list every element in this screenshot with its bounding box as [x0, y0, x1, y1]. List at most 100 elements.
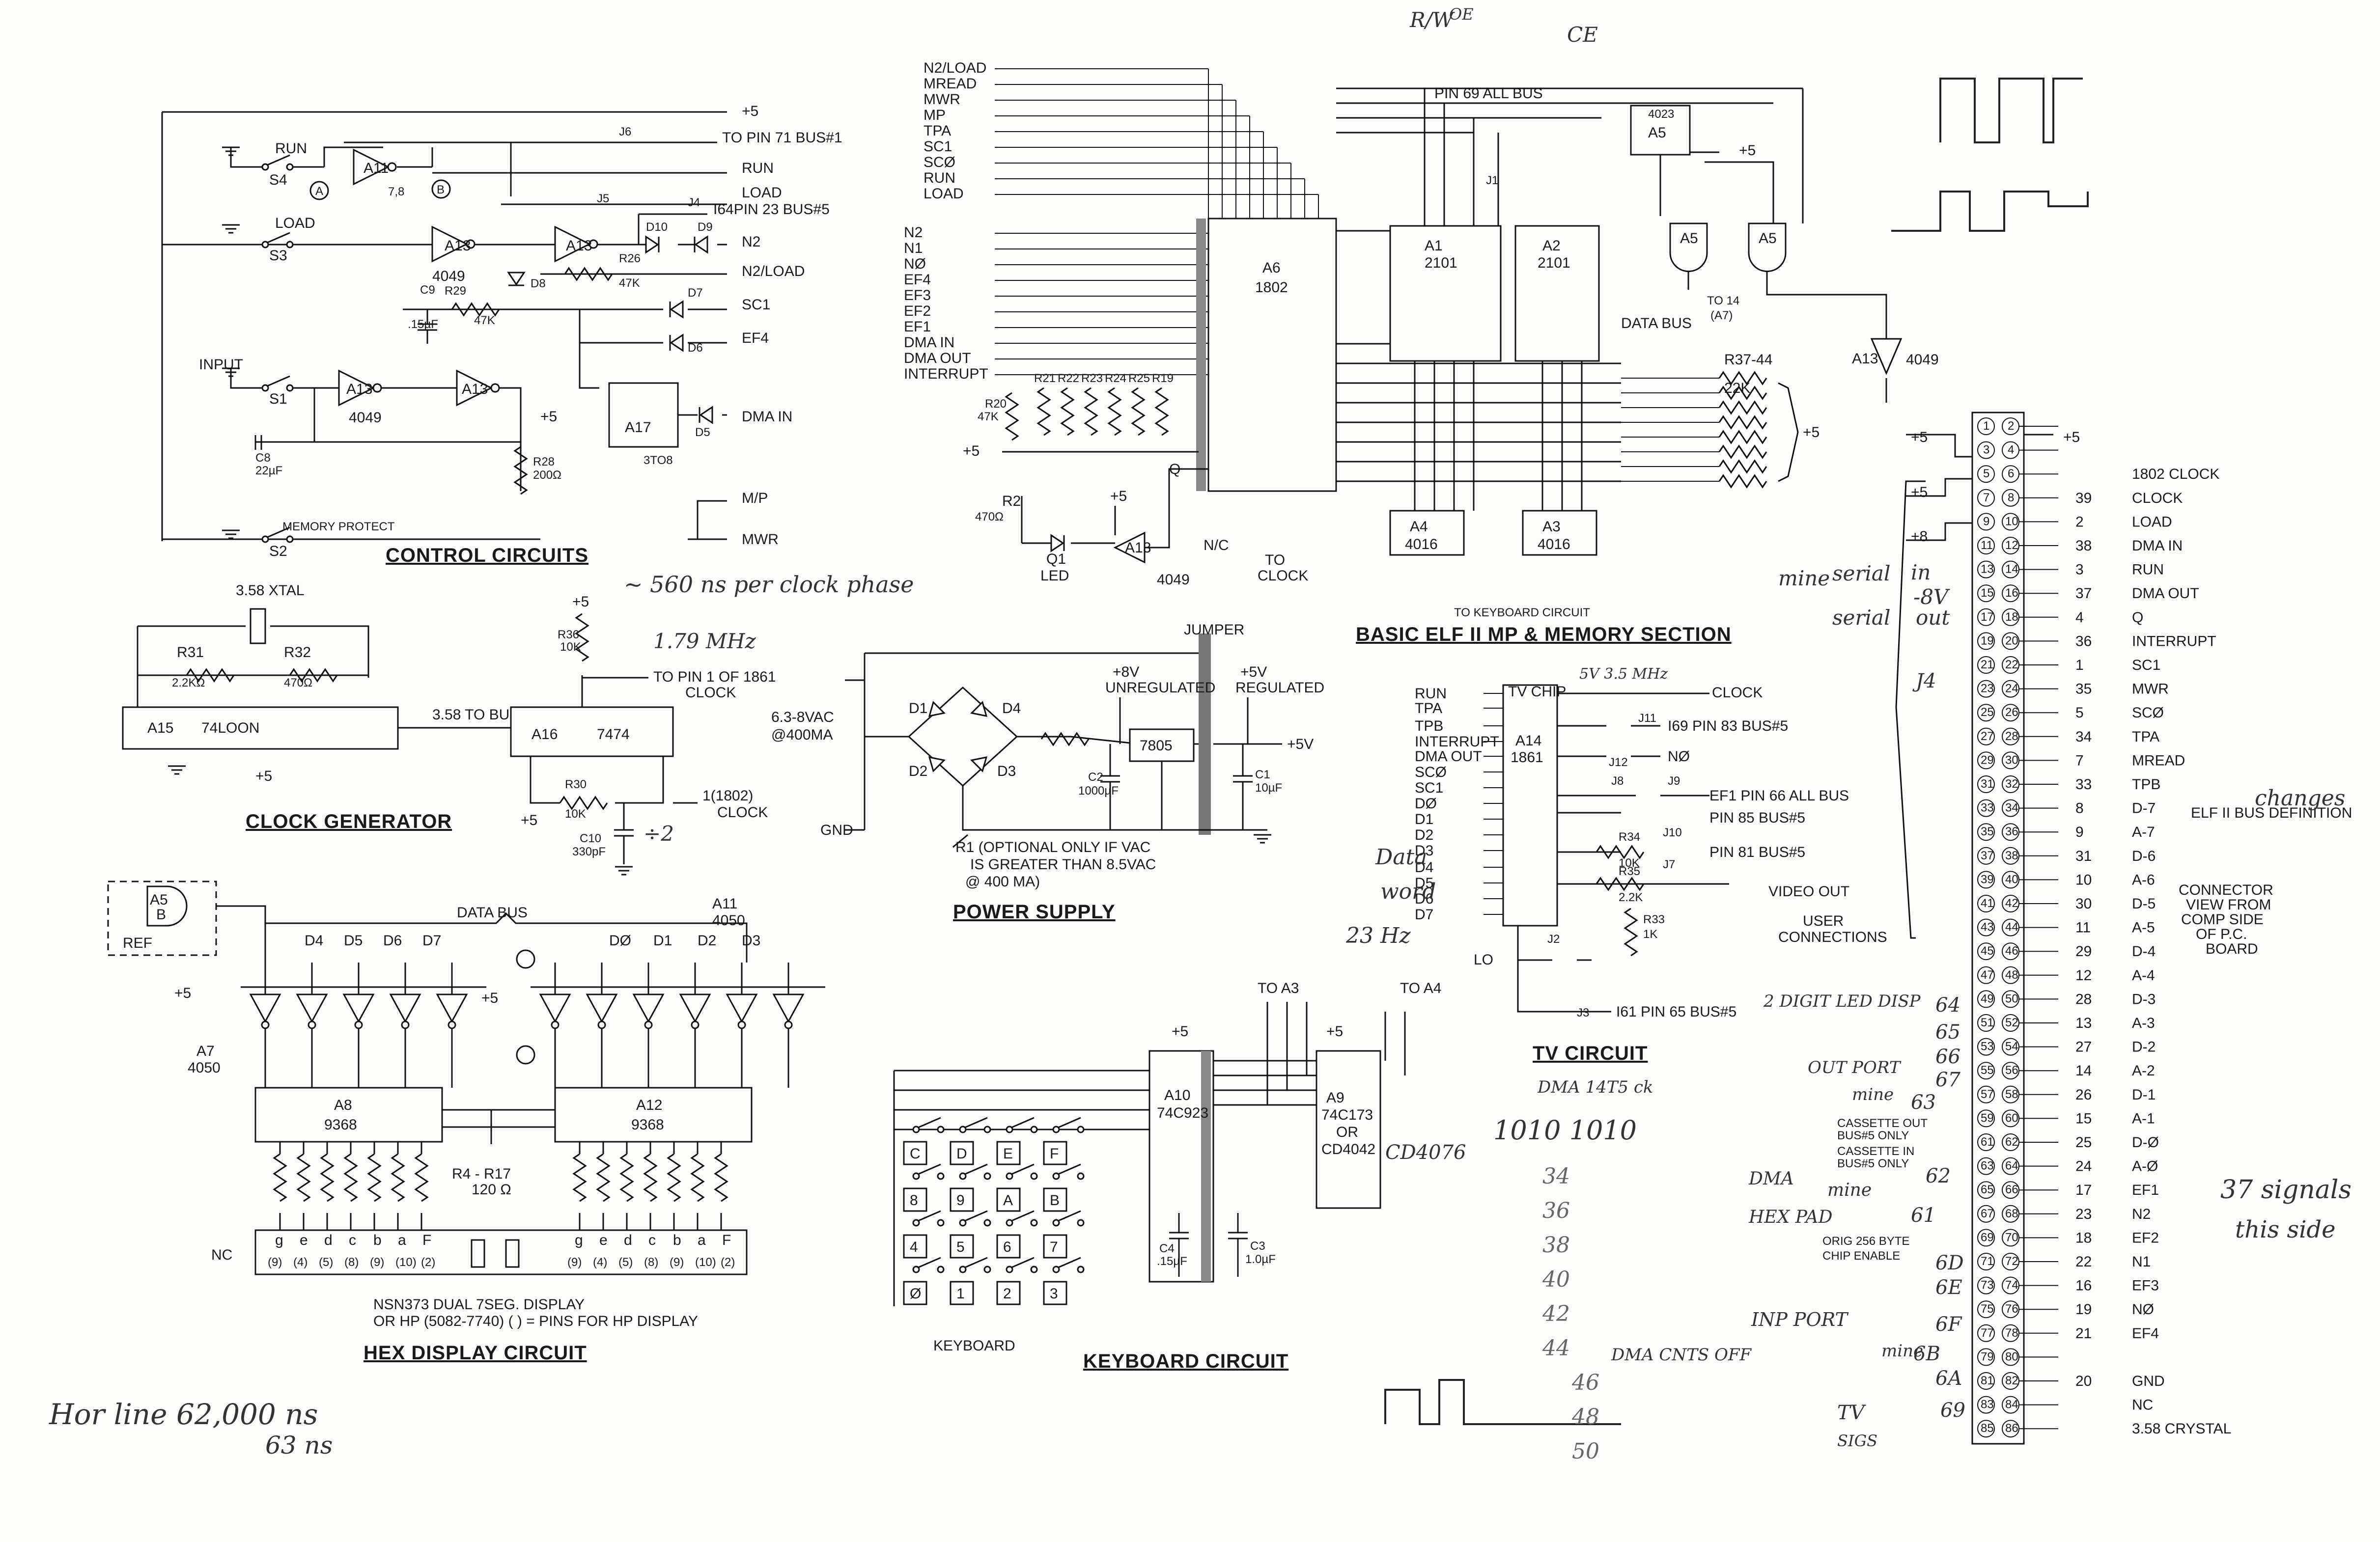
bus-function: A-5: [2132, 920, 2155, 936]
resistor-icon: [344, 1153, 358, 1202]
segment-label: F: [722, 1232, 731, 1248]
keyboard-key[interactable]: E: [996, 1117, 1038, 1165]
d6-label: D6: [688, 341, 703, 355]
hw-number: 50: [1572, 1439, 1599, 1464]
keyboard-key[interactable]: B: [1043, 1163, 1085, 1212]
clock-title: CLOCK GENERATOR: [246, 811, 452, 832]
a9-label: A9: [1326, 1090, 1344, 1106]
ctl-run: RUN: [742, 160, 774, 176]
resistor-icon: [1108, 387, 1121, 436]
hex-a11-num: 4050: [712, 912, 745, 929]
cpu-n-label: EF1: [904, 319, 931, 335]
c1-label: C1: [1255, 768, 1270, 781]
r1-note-2: IS GREATER THAN 8.5VAC: [970, 856, 1156, 873]
hw-in: in: [1911, 560, 1931, 584]
key-cap-icon: [996, 1281, 1021, 1305]
keyboard-key[interactable]: 6: [996, 1210, 1038, 1259]
bus-function: A-7: [2132, 824, 2155, 840]
bus-function: A-4: [2132, 967, 2155, 984]
a10-label: A10: [1164, 1087, 1190, 1103]
key-label: 8: [910, 1192, 918, 1209]
keyboard-key[interactable]: 5: [950, 1210, 991, 1259]
r36-label: R36: [558, 628, 579, 641]
key-switch-icon: [959, 1163, 991, 1180]
bus-function: EF2: [2132, 1230, 2159, 1246]
bus-pin-odd: [1977, 632, 1995, 650]
key-label: E: [1003, 1146, 1013, 1162]
ctl-load: LOAD: [742, 185, 782, 201]
hp-pin-label: (10): [395, 1256, 417, 1269]
seven-seg-display: [254, 1229, 748, 1275]
hw-hex-code: 6D: [1935, 1252, 1964, 1274]
c4-value: .15µF: [1157, 1255, 1187, 1268]
tv-n0-label: NØ: [1668, 748, 1690, 765]
keyboard-key[interactable]: 4: [903, 1210, 945, 1259]
bus-pin-num-even: 32: [2005, 777, 2018, 791]
hw-number: 48: [1571, 1404, 1599, 1430]
keyboard-key[interactable]: 1: [950, 1257, 991, 1305]
bus-pin-odd: [1977, 751, 1995, 770]
bus-mid-num: 25: [2075, 1134, 2092, 1151]
r30-value: 10K: [565, 807, 586, 821]
bus-pin-num-odd: 49: [1981, 992, 1994, 1005]
ctl-plus5-b: +5: [540, 409, 557, 425]
key-switch-icon: [959, 1257, 991, 1273]
bus-pin-num-odd: 9: [1983, 515, 1989, 528]
key-switch-icon: [1052, 1257, 1085, 1273]
bus-mid-num: 16: [2075, 1278, 2092, 1294]
input-switch[interactable]: [261, 375, 294, 392]
key-switch-icon: [1006, 1210, 1038, 1227]
bus-mid-num: 8: [2075, 800, 2084, 817]
keyboard-key[interactable]: D: [950, 1117, 991, 1165]
bus-pin-num-even: 36: [2005, 825, 2018, 838]
buffer-icon: [679, 993, 711, 1029]
bus-pin-num-even: 74: [2005, 1279, 2018, 1292]
a2-2101-chip: [1514, 225, 1600, 362]
hw-number: 36: [1542, 1198, 1570, 1223]
a5-gate-b-icon: [1669, 222, 1708, 272]
clk-plus5-b: +5: [521, 812, 537, 828]
r1-note-3: @ 400 MA): [965, 874, 1040, 890]
c3-label: C3: [1250, 1239, 1265, 1253]
bus-plus8: +8: [1911, 528, 1928, 545]
bus-pin-num-odd: 5: [1983, 467, 1989, 480]
keyboard-key[interactable]: C: [903, 1117, 945, 1165]
keyboard-key[interactable]: 8: [903, 1163, 945, 1212]
segment-label: F: [422, 1232, 431, 1248]
keyboard-key[interactable]: 9: [950, 1163, 991, 1212]
basic-title: BASIC ELF II MP & MEMORY SECTION: [1356, 624, 1732, 645]
bus-pin-num-even: 64: [2005, 1159, 2018, 1173]
bus-mid-num: 15: [2075, 1110, 2092, 1127]
key-cap-icon: [903, 1141, 927, 1165]
keyboard-key[interactable]: A: [996, 1163, 1038, 1212]
bus-mid-num: 22: [2075, 1254, 2092, 1270]
keyboard-key[interactable]: 2: [996, 1257, 1038, 1305]
hex-display-note-2: OR HP (5082-7740) ( ) = PINS FOR HP DISP…: [373, 1313, 698, 1329]
bus-pin-num-odd: 23: [1981, 682, 1994, 695]
to-pin1-label: TO PIN 1 OF 1861: [653, 669, 776, 685]
keyboard-key[interactable]: 7: [1043, 1210, 1085, 1259]
bus-mid-num: 7: [2075, 752, 2084, 769]
hex-display-note-1: NSN373 DUAL 7SEG. DISPLAY: [373, 1296, 585, 1313]
bus-mid-num: 1: [2075, 657, 2084, 673]
bus-function: N1: [2132, 1254, 2151, 1270]
hw-63ns: 63 ns: [265, 1431, 333, 1459]
cpu-n-label: DMA IN: [904, 334, 954, 351]
bus-pin-num-odd: 27: [1981, 730, 1994, 743]
reg-7805-label: 7805: [1140, 738, 1173, 754]
resistor-icon: [1718, 474, 1767, 488]
buffer-icon: [726, 993, 757, 1029]
tv-pin-label: D4: [1415, 859, 1433, 876]
hw-number: 34: [1542, 1164, 1570, 1189]
run-switch[interactable]: [261, 154, 294, 171]
bus-function: 3.58 CRYSTAL: [2132, 1421, 2231, 1437]
key-cap-icon: [950, 1234, 974, 1259]
keyboard-key[interactable]: Ø: [903, 1257, 945, 1305]
keyboard-key[interactable]: F: [1043, 1117, 1085, 1165]
keyboard-key[interactable]: 3: [1043, 1257, 1085, 1305]
